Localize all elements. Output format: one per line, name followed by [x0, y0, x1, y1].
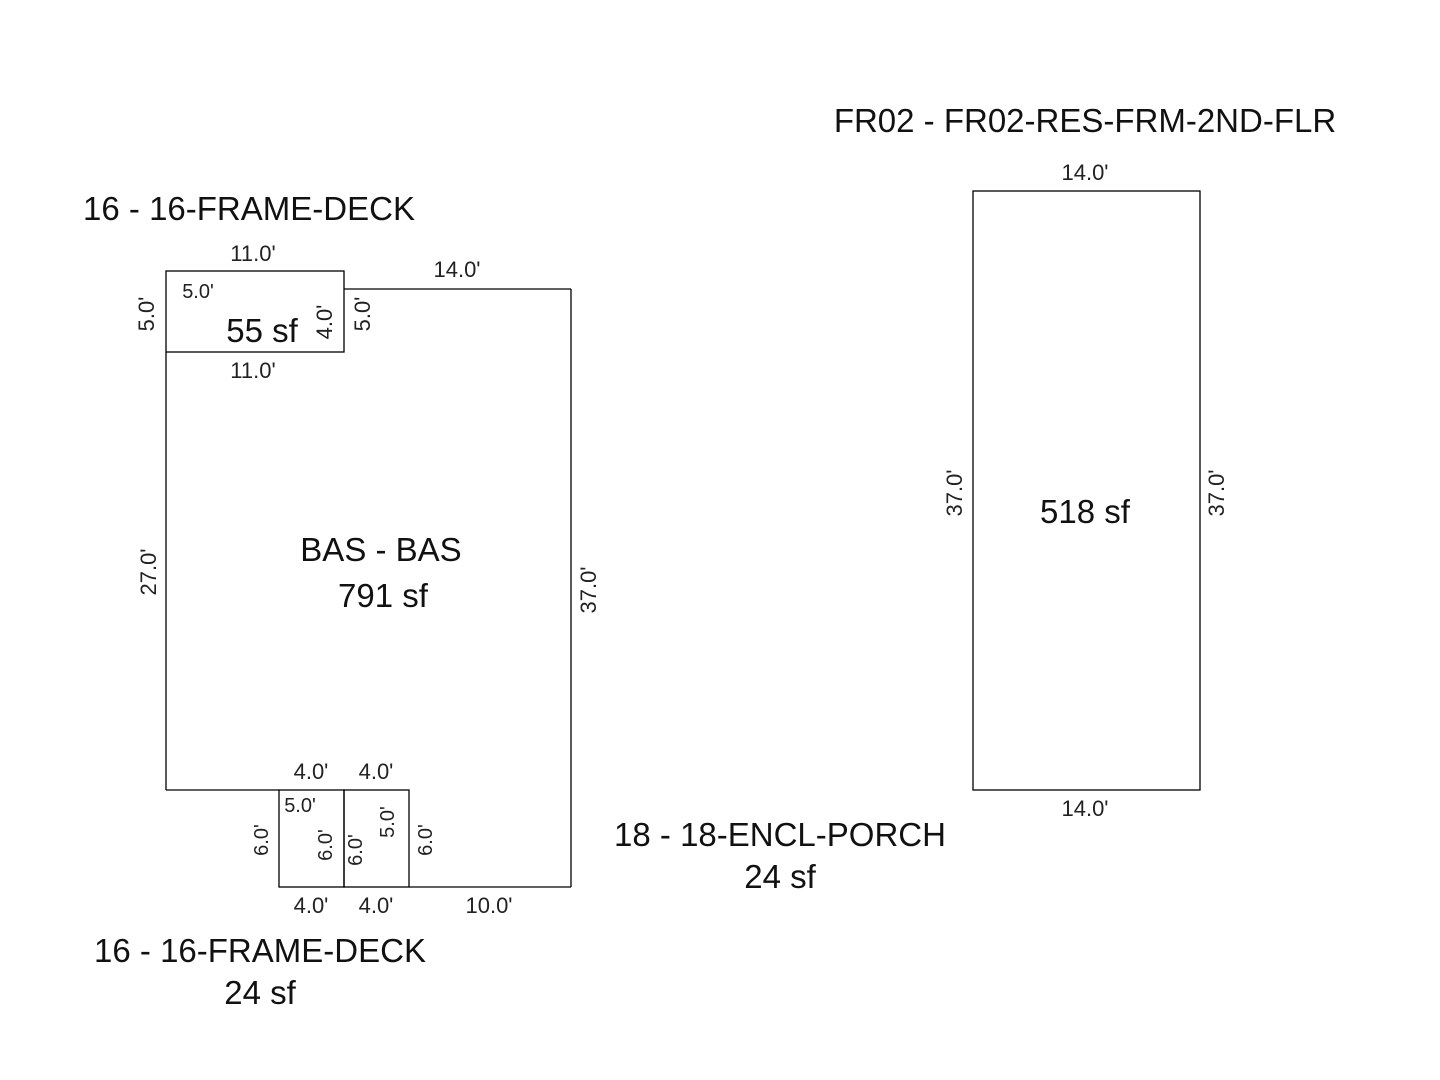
- deck-dim-left: 5.0': [134, 297, 159, 332]
- porch-b-outline: [343, 789, 410, 888]
- fr02-area: 518 sf: [1040, 493, 1131, 530]
- bas-dim-bottom: 10.0': [465, 893, 512, 918]
- porch-b-name: 18 - 18-ENCL-PORCH: [614, 816, 946, 853]
- deck-dim-bottom: 11.0': [230, 358, 275, 383]
- deck-dim-right-outer: 5.0': [350, 297, 375, 332]
- fr02-dim-bottom: 14.0': [1061, 796, 1108, 821]
- bas-area: 791 sf: [338, 577, 429, 614]
- fr02-dim-left: 37.0': [942, 469, 967, 516]
- porch-a-dim-inner: 5.0': [284, 795, 316, 817]
- porch-b-dim-bottom: 4.0': [359, 893, 394, 918]
- porch-b-area: 24 sf: [744, 858, 816, 895]
- porch-a-area: 24 sf: [224, 974, 296, 1011]
- deck-name: 16 - 16-FRAME-DECK: [83, 190, 415, 227]
- porch-a-dim-left: 6.0': [251, 824, 273, 856]
- porch-b-dim-top: 4.0': [359, 759, 394, 784]
- porch-a-dim-right: 6.0': [315, 829, 337, 861]
- porch-a-dim-top: 4.0': [294, 759, 329, 784]
- bas-dim-left: 27.0': [136, 548, 161, 595]
- bas-outline: [165, 288, 572, 888]
- deck-area: 55 sf: [226, 312, 298, 349]
- porch-a-dim-bottom: 4.0': [294, 893, 329, 918]
- fr02-dim-right: 37.0': [1204, 469, 1229, 516]
- bas-dim-top: 14.0': [433, 257, 480, 282]
- fr02-name: FR02 - FR02-RES-FRM-2ND-FLR: [834, 102, 1336, 139]
- porch-b-dim-left: 6.0': [345, 834, 367, 866]
- porch-a-name: 16 - 16-FRAME-DECK: [94, 932, 426, 969]
- fr02-dim-top: 14.0': [1061, 160, 1108, 185]
- deck-outline: [165, 270, 345, 353]
- deck-dim-top: 11.0': [230, 241, 275, 266]
- bas-dim-right: 37.0': [576, 566, 601, 613]
- porch-b-dim-right: 6.0': [415, 824, 437, 856]
- fr02-outline: [972, 190, 1201, 791]
- bas-name: BAS - BAS: [300, 531, 461, 568]
- deck-dim-inner: 5.0': [182, 281, 214, 303]
- deck-dim-right: 4.0': [312, 305, 337, 340]
- porch-b-dim-inner: 5.0': [377, 806, 399, 838]
